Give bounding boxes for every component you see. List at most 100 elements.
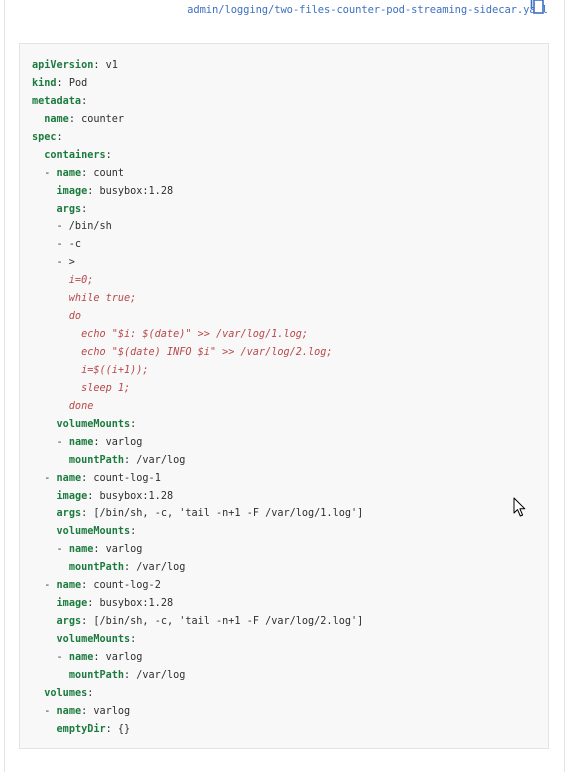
code-line: - > [32, 254, 363, 272]
yaml-value: : [81, 203, 88, 215]
code-line: containers: [32, 147, 363, 165]
yaml-value: - > [32, 257, 75, 269]
yaml-value [32, 114, 44, 125]
yaml-value: - [32, 436, 69, 448]
yaml-key: name [56, 167, 82, 179]
yaml-key: image [56, 490, 88, 502]
code-line: echo "$(date) INFO $i" >> /var/log/2.log… [32, 344, 363, 362]
yaml-key: image [56, 185, 88, 197]
yaml-value [32, 724, 57, 735]
code-line: kind: Pod [32, 75, 363, 93]
yaml-string: i=0; [32, 275, 94, 287]
yaml-key: spec [32, 131, 57, 143]
yaml-key: volumeMounts [56, 418, 131, 430]
yaml-key: emptyDir [56, 723, 106, 735]
yaml-string: while true; [32, 293, 137, 305]
yaml-value: : counter [68, 113, 125, 125]
yaml-key: volumeMounts [56, 526, 131, 538]
code-line: mountPath: /var/log [32, 559, 363, 577]
file-header: admin/logging/two-files-counter-pod-stre… [0, 0, 548, 16]
yaml-key: args [56, 508, 82, 520]
code-line: args: [/bin/sh, -c, 'tail -n+1 -F /var/l… [32, 613, 364, 631]
code-line: name: counter [32, 111, 363, 129]
code-line: do [32, 308, 363, 326]
code-line: - name: count [32, 165, 363, 183]
yaml-key: mountPath [68, 454, 125, 466]
yaml-key: kind [32, 77, 57, 89]
code-line: - -c [32, 236, 363, 254]
yaml-value: : /var/log [124, 562, 186, 574]
yaml-value [32, 598, 57, 609]
code-line: - name: varlog [32, 649, 363, 667]
code-line: volumeMounts: [32, 416, 363, 434]
yaml-value [32, 634, 57, 645]
yaml-key: metadata [32, 95, 82, 107]
yaml-value [32, 455, 69, 466]
yaml-key: containers [44, 149, 106, 161]
yaml-key: volumeMounts [56, 634, 131, 645]
yaml-value: : [/bin/sh, -c, 'tail -n+1 -F /var/log/1… [81, 508, 364, 520]
yaml-value: : [130, 418, 137, 430]
yaml-value: : [105, 149, 112, 161]
yaml-key: name [68, 544, 94, 556]
yaml-value: - [32, 544, 69, 556]
code-line: - name: varlog [32, 434, 363, 452]
yaml-key: name [68, 436, 94, 448]
yaml-key: mountPath [68, 562, 125, 574]
yaml-key: volumes [44, 687, 88, 699]
yaml-value: : busybox:1.28 [87, 598, 174, 610]
code-line: - name: count-log-2 [32, 577, 363, 595]
code-line: i=$((i+1)); [32, 362, 363, 380]
code-line: done [32, 398, 363, 416]
code-line: i=0; [32, 272, 363, 290]
yaml-value: - /bin/sh [32, 221, 112, 233]
yaml-key: args [56, 203, 82, 215]
mouse-cursor-icon [513, 497, 527, 519]
page-border-left [4, 0, 5, 772]
yaml-value: : {} [105, 723, 131, 735]
yaml-value: : [130, 526, 137, 538]
yaml-value [32, 186, 57, 197]
code-line: volumeMounts: [32, 631, 363, 649]
code-line: args: [/bin/sh, -c, 'tail -n+1 -F /var/l… [32, 505, 364, 523]
code-line: emptyDir: {} [32, 721, 363, 739]
yaml-value [32, 670, 69, 681]
code-line: volumes: [32, 685, 363, 703]
yaml-value: - [32, 651, 69, 663]
copy-icon[interactable] [530, 0, 544, 14]
code-line: - name: varlog [32, 541, 363, 559]
code-line: mountPath: /var/log [32, 667, 363, 685]
yaml-value: : busybox:1.28 [87, 490, 174, 502]
yaml-value: : varlog [93, 544, 143, 556]
yaml-key: name [68, 651, 94, 663]
yaml-value [32, 419, 57, 430]
code-line: - /bin/sh [32, 218, 363, 236]
yaml-string: do [32, 311, 82, 323]
code-line: spec: [32, 129, 363, 147]
yaml-key: name [56, 472, 82, 484]
yaml-string: echo "$(date) INFO $i" >> /var/log/2.log… [32, 347, 333, 358]
code-line: - name: varlog [32, 703, 363, 721]
yaml-value: - [32, 167, 57, 179]
yaml-value: - [32, 472, 57, 484]
yaml-value: : busybox:1.28 [87, 185, 174, 197]
code-line: echo "$i: $(date)" >> /var/log/1.log; [32, 326, 363, 344]
yaml-value: : [/bin/sh, -c, 'tail -n+1 -F /var/log/2… [81, 616, 364, 628]
yaml-string: echo "$i: $(date)" >> /var/log/1.log; [32, 329, 309, 341]
yaml-string: sleep 1; [32, 382, 131, 394]
code-line: image: busybox:1.28 [32, 183, 363, 201]
yaml-value [32, 204, 57, 215]
code-line: - name: count-log-1 [32, 470, 363, 488]
yaml-value: - [32, 705, 57, 717]
yaml-value [32, 688, 44, 699]
file-link[interactable]: admin/logging/two-files-counter-pod-stre… [187, 4, 548, 16]
yaml-string: done [32, 400, 94, 412]
yaml-value: : count-log-1 [81, 472, 161, 484]
yaml-value [32, 150, 44, 161]
yaml-value: - -c [32, 239, 82, 251]
yaml-value [32, 491, 57, 502]
yaml-string: i=$((i+1)); [32, 364, 149, 376]
yaml-value [32, 616, 57, 627]
